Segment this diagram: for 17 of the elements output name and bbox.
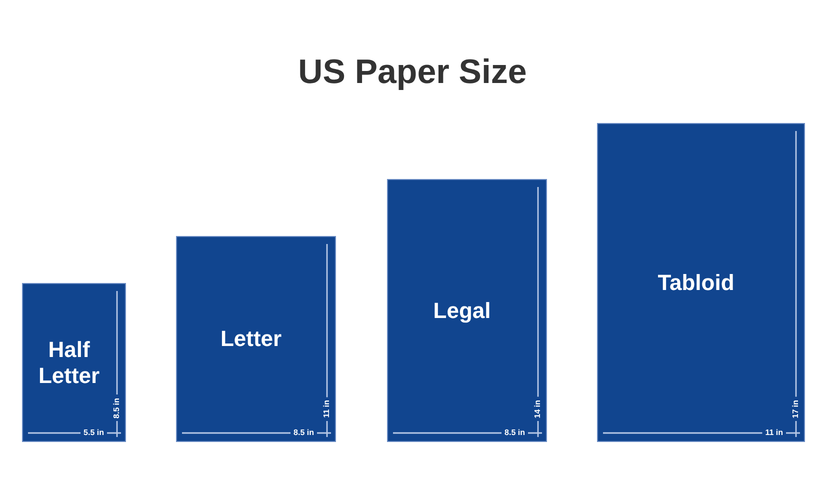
dimension-label: 17 in [791, 400, 801, 418]
paper-size-name: Half Letter [37, 336, 101, 388]
paper-sheet [176, 236, 336, 442]
dimension-label: 8.5 in [112, 398, 122, 418]
paper-size-name: Letter [220, 326, 282, 352]
title: US Paper Size [298, 53, 527, 91]
dimension-label: 11 in [765, 428, 783, 438]
dimension-label: 5.5 in [84, 428, 104, 438]
paper-sheet [387, 179, 547, 442]
paper-sheet [597, 123, 805, 442]
paper-size-name: Legal [433, 298, 491, 324]
paper-size-name: Tabloid [658, 270, 734, 296]
dimension-label: 8.5 in [504, 428, 525, 438]
dimension-label: 8.5 in [294, 428, 314, 438]
dimension-label: 14 in [533, 400, 543, 418]
dimension-label: 11 in [322, 400, 332, 418]
paper-sheet [22, 283, 126, 442]
